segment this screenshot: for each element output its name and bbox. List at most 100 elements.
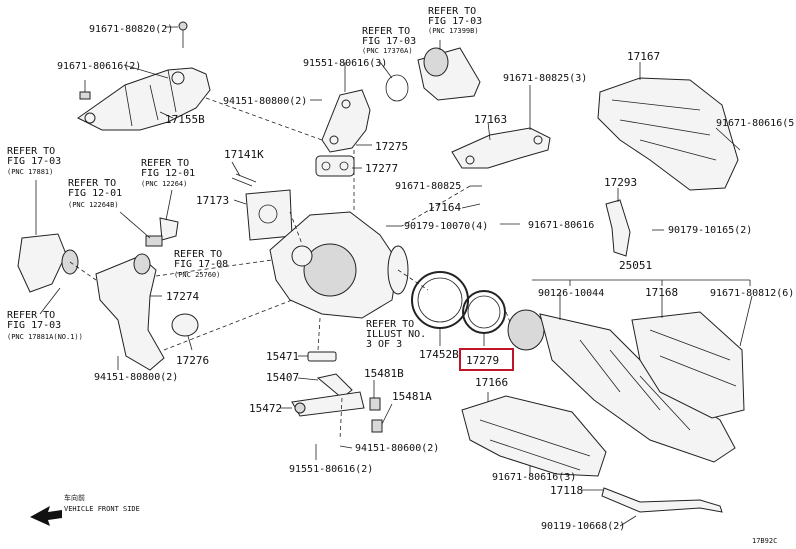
stay-17118	[601, 487, 723, 513]
refer-25760-line2[interactable]: FIG 17-08	[174, 259, 228, 270]
diagram-code: 17B92C	[752, 537, 777, 545]
label-15472[interactable]: 15472	[249, 402, 282, 415]
refer-17881-line3[interactable]: (PNC 17881)	[7, 168, 53, 176]
label-90126-10044[interactable]: 90126-10044	[538, 288, 604, 299]
hose-12264	[159, 217, 179, 241]
label-94151-80600-2[interactable]: 94151-80600(2)	[355, 443, 439, 454]
label-17141k[interactable]: 17141K	[224, 148, 264, 161]
label-91671-80825-3[interactable]: 91671-80825(3)	[503, 73, 587, 84]
label-91671-80812-6[interactable]: 91671-80812(6)	[710, 288, 794, 299]
gasket-17277	[315, 155, 355, 177]
heat-shield-17167	[597, 77, 739, 191]
heat-shield-17166	[461, 395, 607, 477]
refer-12264-line3[interactable]: (PNC 12264)	[141, 180, 187, 188]
turbocharger	[269, 211, 409, 319]
heat-shield-17168	[631, 311, 745, 419]
label-17279[interactable]: 17279	[466, 354, 499, 367]
label-91551-80616-3[interactable]: 91551-80616(3)	[303, 58, 387, 69]
highlight-box-17279	[459, 348, 514, 371]
refer-17376a-line2[interactable]: FIG 17-03	[362, 36, 416, 47]
refer-17399b-line1[interactable]: REFER TO	[428, 6, 476, 17]
refer-17399b-line3[interactable]: (PNC 17399B)	[428, 27, 479, 35]
label-91551-80616-2[interactable]: 91551-80616(2)	[289, 464, 373, 475]
vehicle-front-label-cn: 车向前	[64, 493, 85, 502]
label-17293[interactable]: 17293	[604, 176, 637, 189]
label-15481b[interactable]: 15481B	[364, 367, 404, 380]
vehicle-front-arrow	[30, 506, 62, 526]
label-91671-80616-2-a[interactable]: 91671-80616(2)	[57, 61, 141, 72]
oil-pipe-15407	[316, 373, 353, 399]
label-15481a[interactable]: 15481A	[392, 390, 432, 403]
refer-12264b-line2[interactable]: FIG 12-01	[68, 188, 122, 199]
label-17274[interactable]: 17274	[166, 290, 199, 303]
label-90179-10165-2[interactable]: 90179-10165(2)	[668, 225, 752, 236]
bracket-17293	[605, 199, 631, 257]
gasket-17173	[245, 189, 293, 241]
label-17275[interactable]: 17275	[375, 140, 408, 153]
stud-17141k	[231, 173, 257, 187]
label-15471[interactable]: 15471	[266, 350, 299, 363]
label-94151-80800-2-b[interactable]: 94151-80800(2)	[94, 372, 178, 383]
refer-17399b-line2[interactable]: FIG 17-03	[428, 16, 482, 27]
label-90179-10070-4[interactable]: 90179-10070(4)	[404, 221, 488, 232]
leader-lines	[35, 26, 753, 527]
label-17118[interactable]: 17118	[550, 484, 583, 497]
assembly-lines	[69, 97, 511, 441]
refer-12264b-line1[interactable]: REFER TO	[68, 178, 116, 189]
bolt-91671-80820	[178, 21, 188, 48]
label-17155b[interactable]: 17155B	[165, 113, 205, 126]
refer-illust-line1[interactable]: REFER TO	[366, 319, 414, 330]
vehicle-front-label-en: VEHICLE FRONT SIDE	[64, 505, 140, 513]
bracket-17163	[451, 127, 551, 169]
o-ring-17376a	[385, 74, 409, 102]
bolt-91671-80616-a	[79, 80, 91, 100]
catalytic-converter-25051	[507, 309, 736, 463]
refer-17881-line2[interactable]: FIG 17-03	[7, 156, 61, 167]
label-91671-80616-3[interactable]: 91671-80616(3)	[492, 472, 576, 483]
part-number-labels: 91671-80820(2) 91671-80616(2) 17155B REF…	[7, 6, 796, 545]
label-15407[interactable]: 15407	[266, 371, 299, 384]
refer-17881a-line1[interactable]: REFER TO	[7, 310, 55, 321]
label-17167[interactable]: 17167	[627, 50, 660, 63]
label-90119-10668-2[interactable]: 90119-10668(2)	[541, 521, 625, 532]
hose-17881	[17, 233, 79, 293]
label-17277[interactable]: 17277	[365, 162, 398, 175]
gasket-17276	[171, 313, 199, 337]
refer-illust-line2[interactable]: ILLUST NO.	[366, 329, 426, 340]
label-91671-80616-5[interactable]: 91671-80616(5)	[716, 118, 796, 129]
label-91671-80616[interactable]: 91671-80616	[528, 220, 594, 231]
oil-pipe-15471	[307, 351, 337, 362]
label-17164[interactable]: 17164	[428, 201, 461, 214]
refer-17376a-line3[interactable]: (PNC 17376A)	[362, 47, 413, 55]
refer-illust-line3[interactable]: 3 OF 3	[366, 339, 402, 350]
label-17452b[interactable]: 17452B	[419, 348, 459, 361]
label-17163[interactable]: 17163	[474, 113, 507, 126]
pipe-17399b	[417, 47, 481, 101]
washer-15481a	[371, 419, 383, 433]
refer-17881a-line2[interactable]: FIG 17-03	[7, 320, 61, 331]
washer-15481b	[369, 397, 381, 411]
label-17166[interactable]: 17166	[475, 376, 508, 389]
refer-25760-line3[interactable]: (PNC 25760)	[174, 271, 220, 279]
refer-12264-line1[interactable]: REFER TO	[141, 158, 189, 169]
label-25051[interactable]: 25051	[619, 259, 652, 272]
pipe-17274	[95, 253, 165, 371]
refer-17881a-line3[interactable]: (PNC 17881A(NO.1))	[7, 333, 83, 341]
clamp-12264b	[145, 235, 163, 247]
label-91671-80820-2[interactable]: 91671-80820(2)	[89, 24, 173, 35]
refer-17881-line1[interactable]: REFER TO	[7, 146, 55, 157]
label-91671-80825[interactable]: 91671-80825	[395, 181, 461, 192]
label-17168[interactable]: 17168	[645, 286, 678, 299]
refer-12264b-line3[interactable]: (PNC 12264B)	[68, 201, 119, 209]
refer-12264-line2[interactable]: FIG 12-01	[141, 168, 195, 179]
oil-pipe-15472	[291, 391, 365, 417]
label-17276[interactable]: 17276	[176, 354, 209, 367]
label-17173[interactable]: 17173	[196, 194, 229, 207]
ring-17452b	[411, 271, 469, 329]
label-94151-80800-2-a[interactable]: 94151-80800(2)	[223, 96, 307, 107]
refer-17376a-line1[interactable]: REFER TO	[362, 26, 410, 37]
bracket-17155b	[77, 67, 211, 131]
refer-25760-line1[interactable]: REFER TO	[174, 249, 222, 260]
